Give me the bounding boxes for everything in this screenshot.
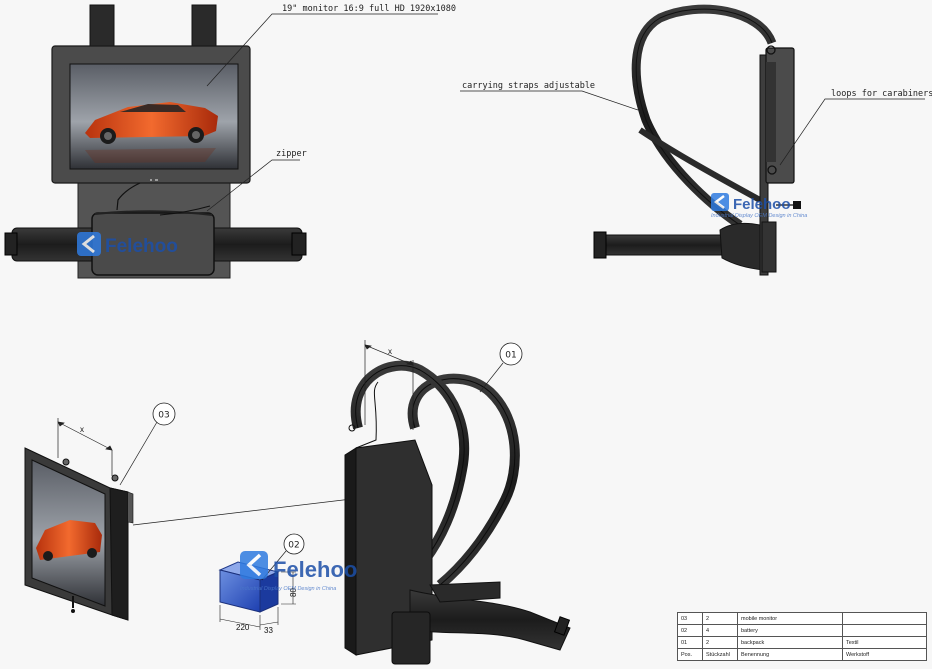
front-screen-car-image: [85, 102, 218, 163]
bom-header-pos: Pos.: [677, 648, 703, 661]
dimension-battery-height: 80: [289, 588, 298, 597]
side-carabiner-loop-bottom: [767, 165, 777, 175]
annotation-zipper: zipper: [276, 149, 307, 159]
leader-lines-top: [206, 13, 925, 212]
bom-material: Textil: [842, 636, 927, 649]
watermark-tagline-side: Industrial Display OEM Design in China: [711, 213, 807, 219]
dimension-x-monitor: [57, 418, 113, 476]
bom-qty: 2: [702, 612, 738, 625]
annotation-monitor: 19" monitor 16:9 full HD 1920x1080: [282, 4, 456, 14]
side-view: [593, 4, 801, 276]
bom-header-name: Benennung: [737, 648, 843, 661]
balloon-03: 03: [119, 402, 176, 486]
bom-header-row: Pos. Stückzahl Benennung Werkstoff: [677, 648, 927, 661]
side-lower-strap: [638, 127, 762, 203]
watermark-logo-bottom: Felehoo Industrial Display OEM Design in…: [240, 551, 357, 592]
bom-qty: 4: [702, 624, 738, 637]
front-cable: [116, 182, 141, 211]
bom-row: 02 4 battery: [677, 624, 927, 637]
watermark-brand-bottom: Felehoo: [273, 557, 357, 582]
front-belt-buckle-right: [291, 232, 307, 256]
iso-buckle: [553, 616, 571, 636]
watermark-tagline-bottom: Industrial Display OEM Design in China: [240, 586, 336, 592]
iso-backpack: [344, 360, 571, 665]
bom-header-material: Werkstoff: [842, 648, 927, 661]
side-battery-pouch: [761, 221, 777, 273]
dimension-battery-length: 220: [236, 623, 250, 632]
balloon-01: 01: [479, 342, 523, 393]
balloon-01-label: 01: [505, 351, 516, 361]
dimension-battery-width: 33: [264, 626, 273, 635]
watermark-brand-side: Felehoo: [733, 196, 791, 213]
leader-monitor-to-backpack: [132, 497, 361, 526]
watermark-brand-front: Felehoo: [105, 236, 178, 257]
annotation-loops: loops for carabiners: [831, 89, 932, 99]
iso-monitor: [24, 447, 134, 621]
iso-screen-car-image: [36, 520, 102, 561]
bom-row: 01 2 backpack Textil: [677, 636, 927, 649]
iso-battery-pouch: [391, 611, 431, 665]
bom-row: 03 2 mobile monitor: [677, 612, 927, 625]
side-carabiner-loop-top: [766, 45, 776, 55]
balloon-02-label: 02: [288, 541, 299, 551]
side-waist-belt: [597, 234, 739, 256]
bill-of-materials: 03 2 mobile monitor 02 4 battery 01 2 ba…: [677, 612, 927, 661]
side-hip-pad: [719, 222, 766, 271]
watermark-logo-front: Felehoo: [77, 232, 178, 257]
front-shoulder-strap-left: [89, 4, 115, 48]
annotation-straps: carrying straps adjustable: [462, 81, 595, 91]
dimension-x-monitor-label: x: [80, 425, 84, 434]
bom-name: backpack: [737, 636, 843, 649]
bom-material: [842, 624, 927, 637]
battery-dimensions: [219, 571, 296, 630]
dimension-x-backpack: [364, 340, 414, 430]
bom-name: battery: [737, 624, 843, 637]
dimension-x-backpack-label: x: [388, 347, 392, 356]
front-shoulder-strap-right: [191, 4, 217, 48]
front-belt-buckle-left: [4, 232, 18, 256]
bom-qty: 2: [702, 636, 738, 649]
bom-name: mobile monitor: [737, 612, 843, 625]
bom-pos: 03: [677, 612, 703, 625]
side-belt-buckle: [593, 231, 607, 259]
bom-header-qty: Stückzahl: [702, 648, 738, 661]
bom-pos: 02: [677, 624, 703, 637]
bom-material: [842, 612, 927, 625]
watermark-logo-side: Felehoo Industrial Display OEM Design in…: [711, 193, 807, 219]
bom-pos: 01: [677, 636, 703, 649]
balloon-03-label: 03: [158, 411, 169, 421]
